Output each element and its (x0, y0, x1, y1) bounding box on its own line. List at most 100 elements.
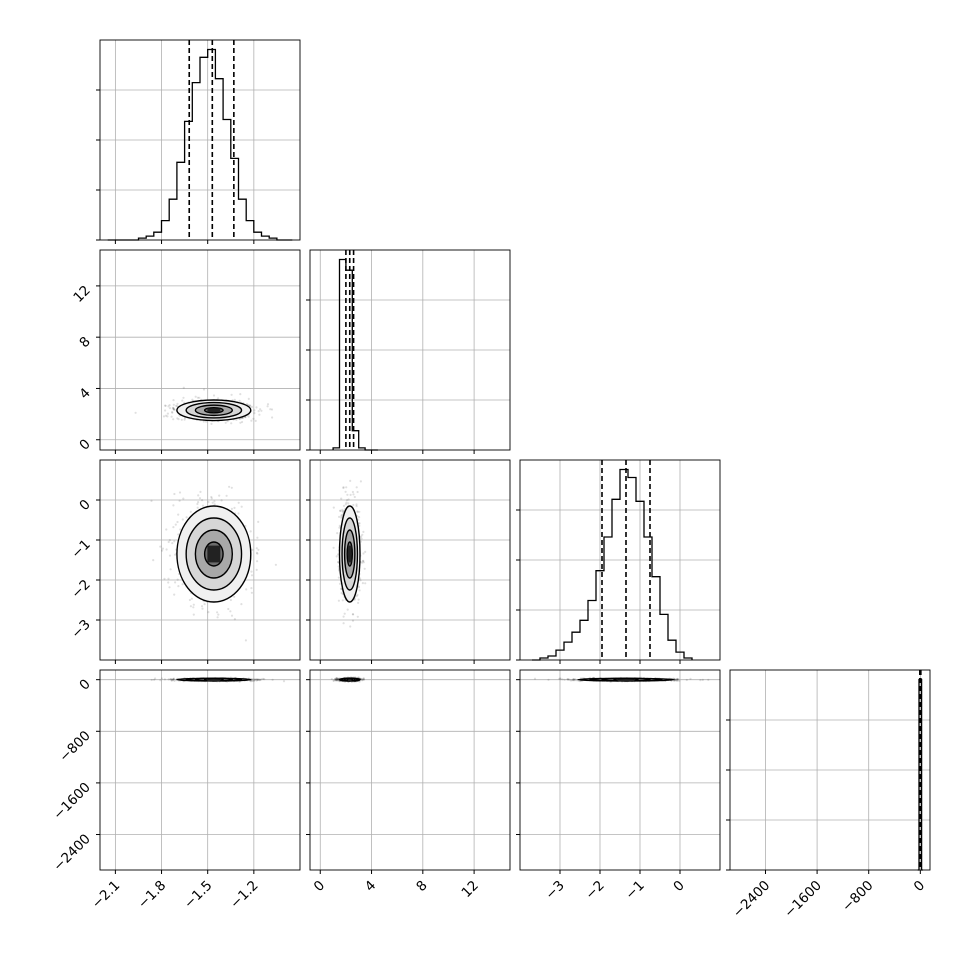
sample-point (167, 577, 170, 580)
sample-point (351, 619, 355, 622)
sample-point (358, 510, 361, 513)
sample-point (362, 561, 365, 564)
sample-point (339, 587, 343, 591)
x-tick-label: −2.1 (89, 878, 123, 912)
sample-point (570, 679, 573, 682)
sample-point (174, 523, 177, 526)
panel-3-1 (330, 676, 365, 683)
sample-point (251, 548, 254, 552)
sample-point (563, 678, 566, 681)
sample-point (257, 410, 260, 413)
sample-point (250, 574, 254, 577)
sample-point (701, 678, 704, 682)
sample-point (168, 539, 171, 542)
sample-point (161, 549, 164, 552)
sample-point (224, 421, 227, 424)
sample-point (358, 516, 361, 519)
sample-point (339, 509, 342, 512)
sample-point (230, 486, 233, 489)
grid-lines (100, 670, 300, 870)
sample-point (251, 678, 254, 681)
sample-point (170, 679, 173, 682)
sample-point (259, 678, 262, 682)
sample-point (166, 415, 169, 418)
grid-lines (310, 670, 510, 870)
grid-lines (310, 299, 510, 401)
sample-point (181, 399, 184, 402)
sample-point (185, 516, 188, 519)
sample-point (338, 526, 341, 529)
x-tick-label: −2 (582, 878, 607, 903)
sample-point (271, 678, 274, 681)
sample-point (361, 533, 364, 536)
sample-point (249, 530, 252, 533)
sample-point (335, 678, 338, 681)
sample-point (675, 678, 678, 681)
sample-point (170, 678, 173, 682)
sample-point (335, 677, 338, 680)
sample-point (256, 679, 259, 682)
sample-point (558, 677, 561, 680)
sample-point (255, 679, 258, 682)
sample-point (172, 406, 175, 410)
sample-point (676, 678, 679, 681)
sample-point (210, 495, 213, 499)
sample-point (172, 677, 175, 681)
sample-point (201, 499, 204, 502)
sample-point (247, 397, 250, 400)
sample-point (168, 586, 171, 589)
sample-point (256, 678, 260, 682)
sample-point (255, 406, 258, 409)
sample-point (207, 500, 210, 504)
sample-point (353, 495, 356, 499)
y-tick-label: 0 (76, 497, 93, 514)
sample-point (241, 420, 244, 424)
y-tick-label: −2 (68, 577, 93, 602)
contour-line (176, 399, 252, 422)
grid-lines (114, 40, 255, 240)
sample-point (335, 679, 338, 682)
sample-point (336, 532, 339, 535)
sample-point (362, 678, 365, 681)
density-peak (207, 545, 221, 563)
sample-point (346, 493, 349, 496)
axes-frame (99, 459, 301, 661)
sample-point (181, 518, 184, 521)
sample-point (167, 405, 170, 408)
sample-point (210, 422, 213, 425)
sample-point (250, 419, 253, 422)
sample-point (176, 520, 179, 524)
sample-point (345, 499, 349, 502)
sample-point (358, 589, 361, 592)
sample-point (359, 579, 362, 582)
sample-point (171, 410, 174, 413)
sample-point (172, 408, 175, 411)
sample-point (173, 492, 176, 496)
sample-point (172, 677, 176, 680)
sample-point (212, 394, 216, 397)
sample-point (271, 416, 274, 419)
sample-point (189, 605, 192, 608)
sample-point (559, 677, 562, 680)
sample-point (363, 567, 366, 570)
sample-point (154, 677, 157, 680)
sample-point (220, 499, 223, 502)
sample-point (240, 603, 243, 606)
sample-point (164, 404, 167, 407)
sample-point (258, 413, 261, 416)
sample-point (335, 677, 338, 681)
sample-point (167, 540, 170, 544)
sample-point (336, 678, 339, 681)
sample-point (233, 398, 236, 401)
sample-point (253, 678, 256, 681)
y-tick-label: 4 (76, 385, 93, 402)
sample-point (169, 678, 172, 681)
sample-point (171, 406, 175, 409)
sample-point (352, 503, 355, 507)
sample-point (341, 508, 344, 511)
sample-point (249, 680, 253, 683)
density-peak (207, 679, 221, 682)
sample-point (172, 504, 175, 507)
sample-point (251, 679, 254, 682)
